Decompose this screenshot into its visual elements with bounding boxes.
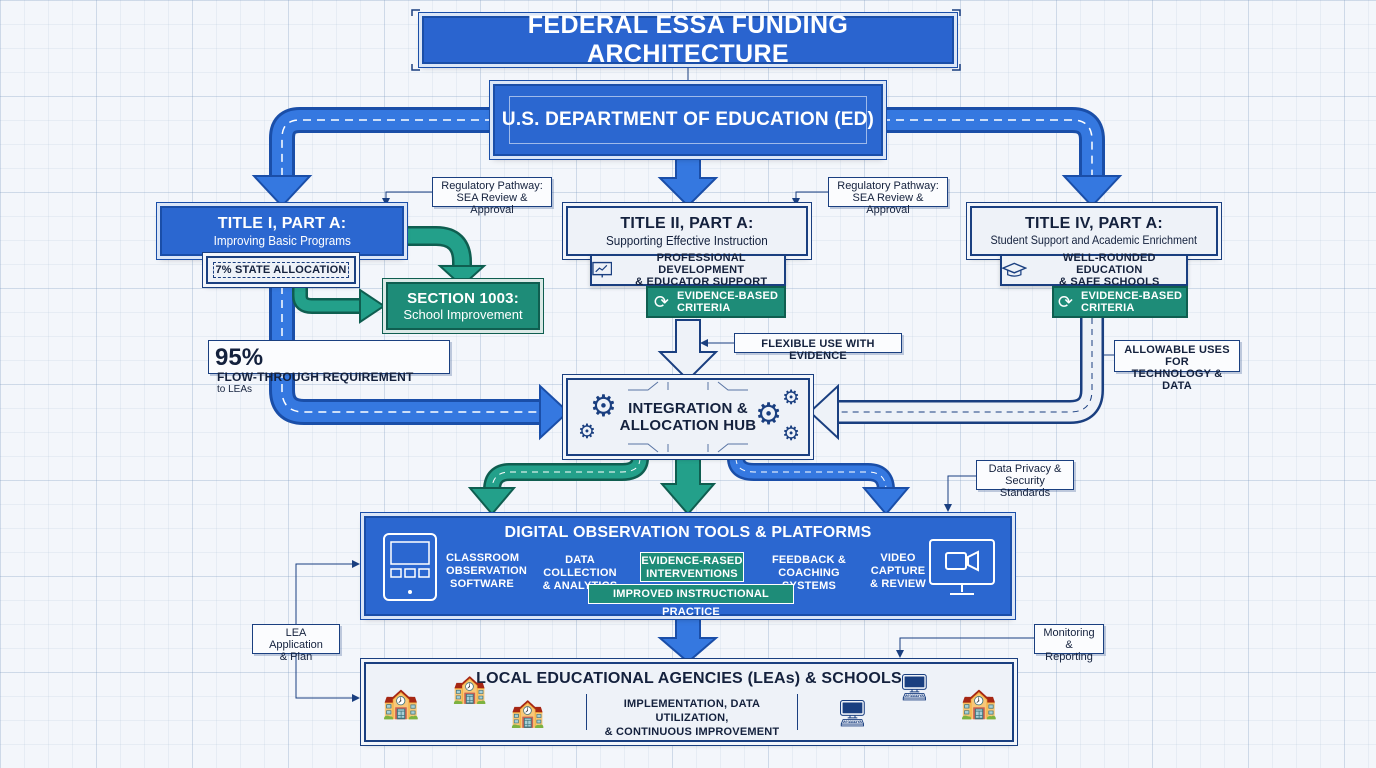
department-box: U.S. DEPARTMENT OF EDUCATION (ED)	[493, 84, 883, 156]
video-monitor-icon	[929, 539, 995, 595]
title4-box: TITLE IV, PART A: Student Support and Ac…	[970, 206, 1218, 256]
flexible-use-label: FLEXIBLE USE WITH EVIDENCE	[761, 338, 875, 362]
section1003-heading: SECTION 1003:	[407, 290, 519, 307]
hub-line1: INTEGRATION &	[628, 400, 748, 417]
school-icon-4: 🏫	[960, 687, 998, 720]
video-capture-item: VIDEO CAPTURE & REVIEW	[870, 552, 926, 590]
arrowhead-hub-left	[539, 383, 570, 441]
gear-icon-right-bottom: ⚙	[782, 423, 800, 445]
flexible-use-note: FLEXIBLE USE WITH EVIDENCE	[734, 333, 902, 362]
regulatory-note-title1: Regulatory Pathway: SEA Review & Approva…	[432, 177, 552, 216]
flow-through-percent: 95%	[215, 344, 264, 371]
title1-box: TITLE I, PART A: Improving Basic Program…	[160, 206, 404, 256]
computer-icon-2: 🖥	[898, 672, 932, 702]
title1-heading: TITLE I, PART A:	[217, 214, 347, 232]
title2-program-line1: PROFESSIONAL DEVELOPMENT	[656, 252, 746, 276]
teal-section-arrows	[292, 226, 487, 324]
evidence-interventions-item: EVIDENCE-RASED INTERVENTIONS	[640, 552, 744, 582]
improved-practice-badge: IMPROVED INSTRUCTIONAL PRACTICE	[588, 584, 794, 618]
flow-through-note: 95% FLOW-THROUGH REQUIREMENT to LEAs	[208, 340, 450, 395]
title2-box: TITLE II, PART A: Supporting Effective I…	[566, 206, 808, 256]
title4-criteria-box: ⟳ EVIDENCE-BASED CRITERIA	[1052, 286, 1188, 318]
title1-subheading: Improving Basic Programs	[213, 232, 351, 248]
flow-through-label: FLOW-THROUGH REQUIREMENT	[217, 370, 414, 384]
classroom-observation-item: CLASSROOM OBSERVATION SOFTWARE	[446, 552, 528, 590]
section1003-box: SECTION 1003: School Improvement	[386, 282, 540, 330]
arrow-hub-to-digital	[659, 455, 717, 516]
title4-subheading: Student Support and Academic Enrichment	[990, 233, 1198, 247]
state-allocation-box: 7% STATE ALLOCATION	[206, 256, 356, 284]
main-title: FEDERAL ESSA FUNDING ARCHITECTURE	[527, 11, 849, 68]
school-icon-3: 🏫	[510, 697, 545, 728]
data-privacy-note: Data Privacy & Security Standards	[976, 460, 1074, 499]
feedback-coaching-item: FEEDBACK & COACHING SYSTEMS	[771, 554, 847, 592]
monitoring-note: Monitoring & Reporting	[1034, 624, 1104, 663]
refresh-cycle-icon: ⟳	[653, 291, 669, 312]
department-label: U.S. DEPARTMENT OF EDUCATION (ED)	[501, 109, 875, 130]
hub-line2: ALLOCATION HUB	[619, 417, 757, 434]
circuit-traces	[628, 381, 748, 453]
arrow-digital-to-leas	[657, 615, 719, 664]
state-allocation-label: 7% STATE ALLOCATION	[215, 264, 347, 276]
computer-icon-1: 🖥	[836, 698, 870, 728]
title4-program-box: WELL-ROUNDED EDUCATION & SAFE SCHOOLS	[1000, 252, 1188, 288]
title4-program-line1: WELL-ROUNDED EDUCATION	[1062, 252, 1156, 276]
gear-icon-left-small: ⚙	[578, 421, 596, 443]
digital-tools-box: DIGITAL OBSERVATION TOOLS & PLATFORMS CL…	[364, 516, 1012, 618]
leas-box: LOCAL EDUCATIONAL AGENCIES (LEAs) & SCHO…	[364, 662, 1014, 742]
title2-subheading: Supporting Effective Instruction	[606, 232, 768, 248]
tablet-icon	[383, 533, 437, 601]
arrow-ed-to-title2	[657, 155, 719, 208]
allowable-uses-note: ALLOWABLE USES FOR TECHNOLOGY & DATA	[1114, 340, 1240, 392]
title2-criteria-line1: EVIDENCE-BASED	[676, 290, 779, 302]
title4-criteria-line1: EVIDENCE-BASED	[1080, 290, 1183, 302]
regulatory-note-title2: Regulatory Pathway: SEA Review & Approva…	[828, 177, 948, 216]
arrow-title2-to-hub	[657, 319, 719, 382]
section1003-subheading: School Improvement	[403, 307, 523, 322]
integration-hub: ⚙ ⚙ ⚙ ⚙ ⚙ INTEGRATION & ALLOCATION HUB	[566, 378, 810, 456]
title2-criteria-line2: CRITERIA	[676, 302, 731, 314]
arrowhead-hub-right	[808, 383, 839, 441]
presentation-board-icon	[592, 261, 613, 278]
title2-heading: TITLE II, PART A:	[620, 214, 754, 232]
gear-icon-right-small: ⚙	[782, 387, 800, 409]
title2-criteria-box: ⟳ EVIDENCE-BASED CRITERIA	[646, 286, 786, 318]
corner-brackets	[411, 9, 961, 71]
refresh-cycle-icon-2: ⟳	[1057, 291, 1073, 312]
allowable-uses-line1: ALLOWABLE USES FOR	[1124, 344, 1230, 368]
graduation-cap-icon	[1002, 262, 1027, 277]
arrowhead-title4	[1061, 175, 1123, 208]
school-icon-1: 🏫	[382, 687, 420, 720]
blue-flow-arrows	[251, 107, 1123, 664]
leas-heading: LOCAL EDUCATIONAL AGENCIES (LEAs) & SCHO…	[476, 670, 902, 687]
lea-application-note: LEA Application & Plan	[252, 624, 340, 663]
title2-program-box: PROFESSIONAL DEVELOPMENT & EDUCATOR SUPP…	[590, 252, 786, 288]
digital-tools-heading: DIGITAL OBSERVATION TOOLS & PLATFORMS	[504, 524, 872, 541]
title4-criteria-line2: CRITERIA	[1080, 302, 1135, 314]
title4-heading: TITLE IV, PART A:	[1025, 215, 1163, 232]
title2-program-line2: & EDUCATOR SUPPORT	[635, 276, 768, 288]
gear-icon-right-large: ⚙	[755, 398, 782, 431]
school-icon-2: 🏫	[452, 673, 487, 704]
main-title-banner: FEDERAL ESSA FUNDING ARCHITECTURE	[422, 11, 954, 68]
flow-through-sub: to LEAs	[217, 384, 253, 395]
allowable-uses-line2: TECHNOLOGY & DATA	[1131, 368, 1223, 392]
implementation-box: IMPLEMENTATION, DATA UTILIZATION, & CONT…	[586, 694, 798, 738]
gear-icon-left-large: ⚙	[590, 390, 617, 423]
title4-program-line2: & SAFE SCHOOLS	[1058, 276, 1160, 288]
arrowhead-title1	[251, 175, 313, 208]
